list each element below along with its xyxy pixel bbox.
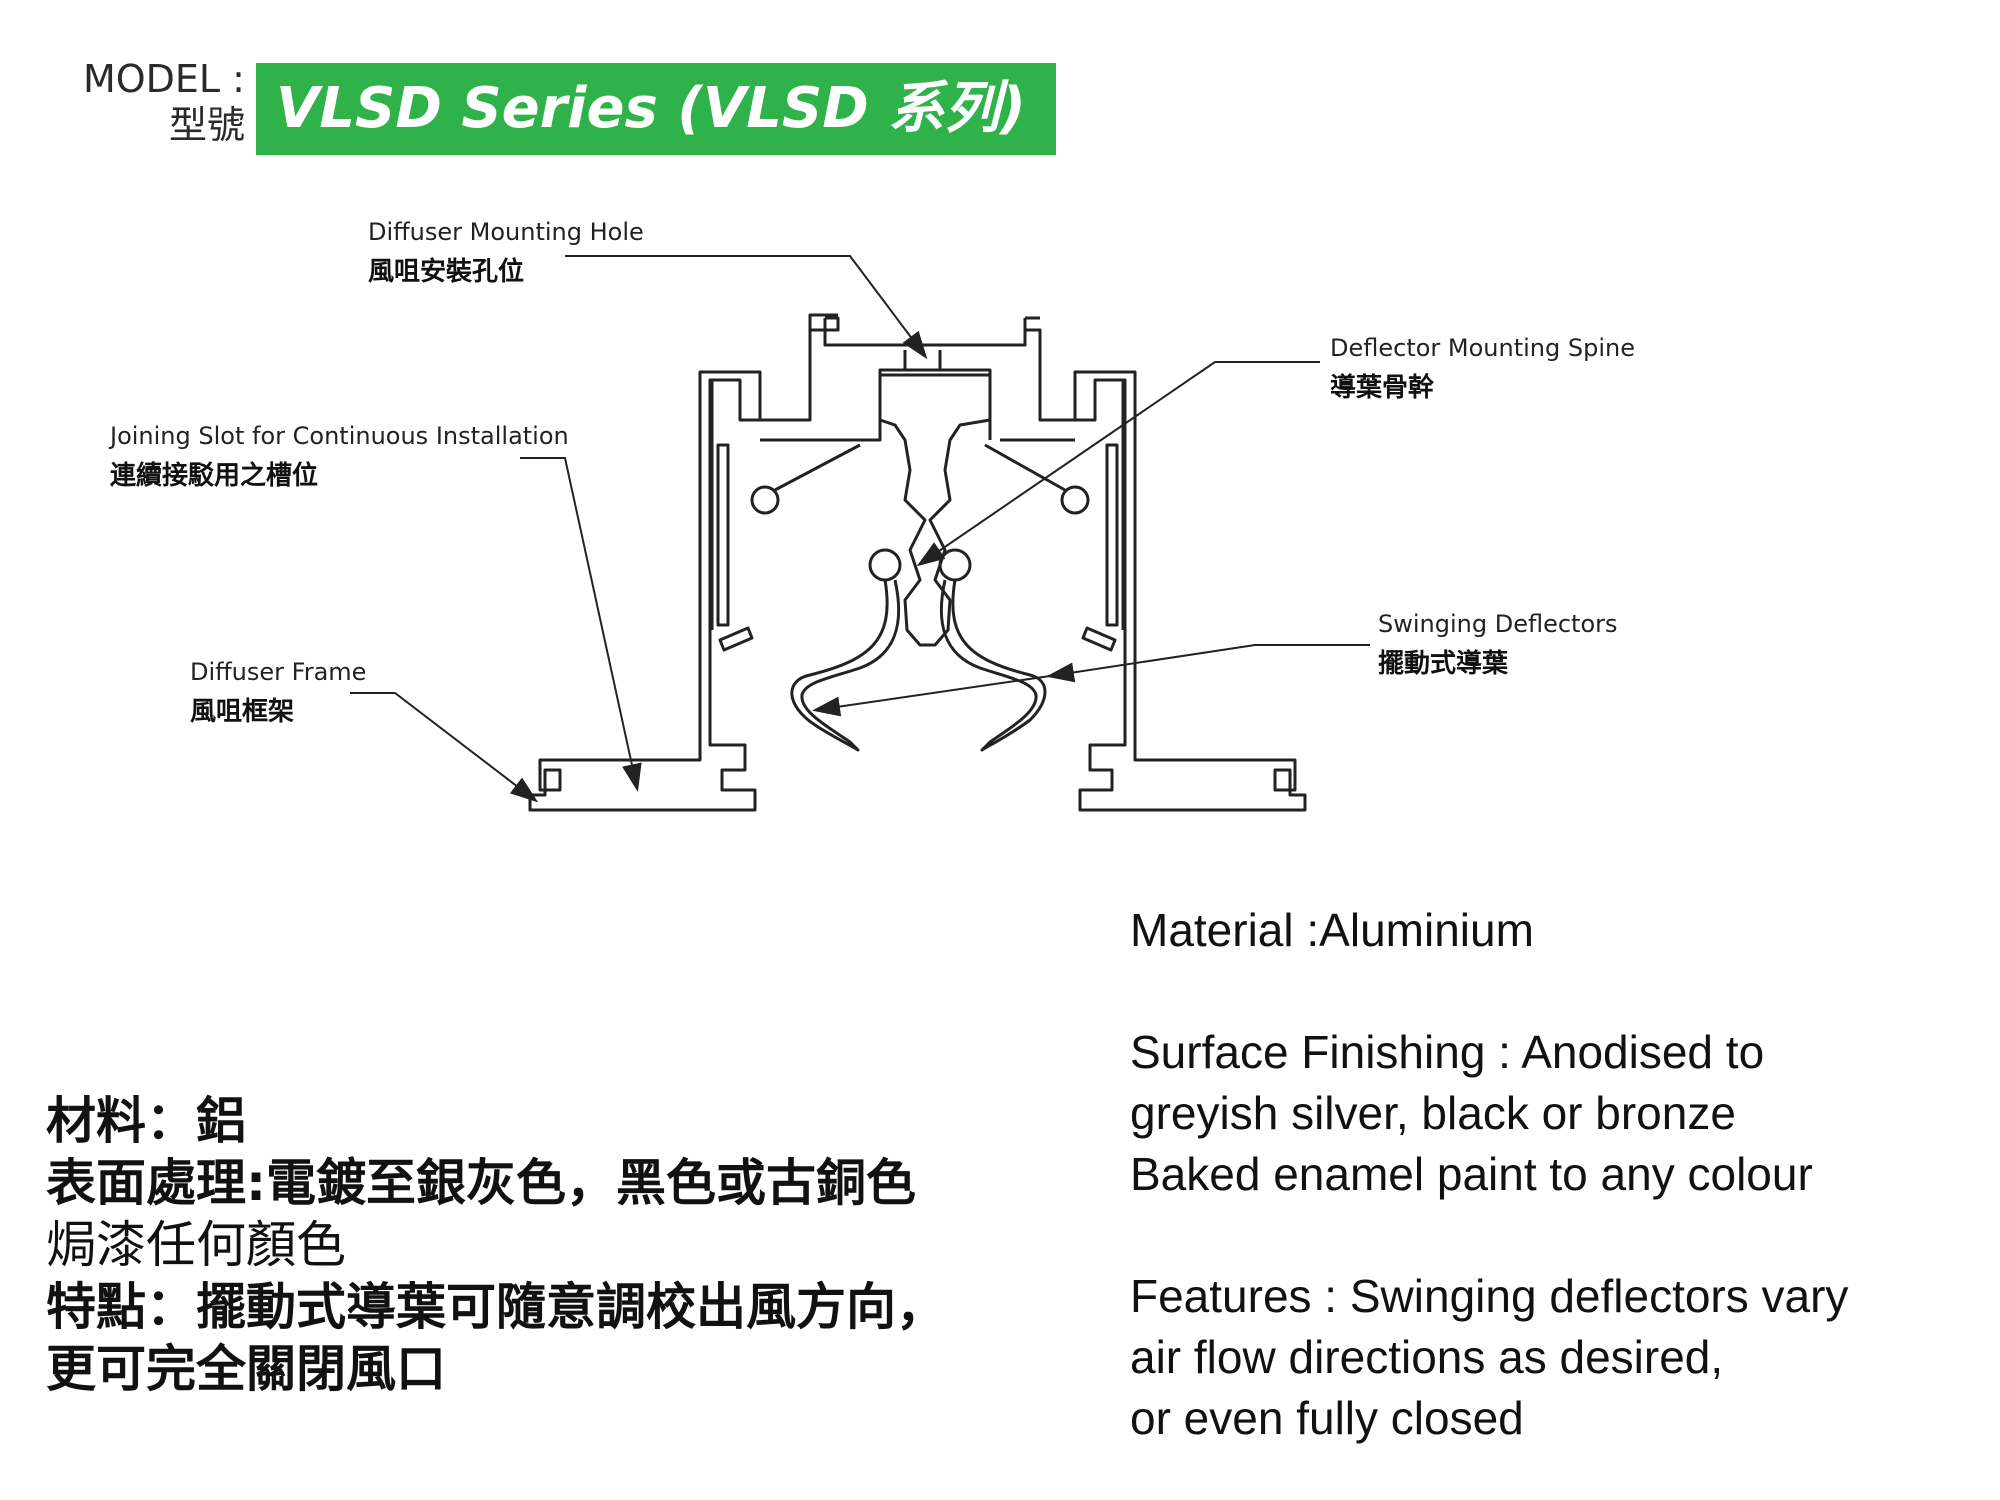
spec-en-features-1: Features : Swinging deflectors vary: [1130, 1270, 1849, 1322]
spec-zh-material: 材料：鋁: [46, 1092, 246, 1150]
spec-en-features-2: air flow directions as desired,: [1130, 1331, 1724, 1383]
leader-frame: [350, 692, 539, 803]
spec-en-finish-2: greyish silver, black or bronze: [1130, 1087, 1736, 1139]
spec-zh-features-2: 更可完全關閉風口: [46, 1340, 446, 1398]
right-frame-profile: [1073, 370, 1307, 812]
diffuser-cross-section-diagram: Diffuser Mounting Hole 風咀安裝孔位 Deflector …: [108, 218, 1635, 812]
model-label: MODEL : 型號: [50, 56, 245, 148]
model-label-zh: 型號: [168, 103, 245, 147]
english-specifications: Material :Aluminium Surface Finishing : …: [1130, 900, 1980, 1449]
spec-en-features-3: or even fully closed: [1130, 1392, 1524, 1444]
callout-spine-zh: 導葉骨幹: [1330, 372, 1435, 403]
model-label-en: MODEL :: [82, 57, 245, 101]
leader-spine: [916, 361, 1320, 567]
spec-en-finish-1: Surface Finishing : Anodised to: [1130, 1026, 1765, 1078]
swinging-deflectors: [790, 579, 1047, 752]
spec-en-finish-3: Baked enamel paint to any colour: [1130, 1148, 1813, 1200]
callout-mounting-hole-en: Diffuser Mounting Hole: [368, 218, 644, 246]
leader-joining-slot: [520, 457, 642, 792]
callout-deflectors-en: Swinging Deflectors: [1378, 610, 1618, 638]
deflector-spine: [750, 373, 1090, 647]
leader-mounting-hole: [565, 255, 928, 360]
callout-frame-zh: 風咀框架: [190, 697, 294, 727]
spec-zh-features-1: 特點：擺動式導葉可隨意調校出風方向，: [46, 1278, 946, 1336]
spec-zh-finish: 表面處理:電鍍至銀灰色，黑色或古銅色: [46, 1154, 916, 1212]
callout-joining-slot-zh: 連續接駁用之槽位: [110, 460, 318, 491]
leader-deflector-left: [812, 675, 1051, 717]
series-title-banner: VLSD Series (VLSD 系列): [256, 63, 1056, 155]
callout-frame-en: Diffuser Frame: [190, 658, 366, 686]
leader-deflector-right: [1046, 644, 1370, 683]
callout-joining-slot-en: Joining Slot for Continuous Installation: [108, 422, 569, 450]
spec-zh-paint: 焗漆任何顏色: [46, 1216, 346, 1274]
callout-spine-en: Deflector Mounting Spine: [1330, 334, 1635, 362]
callout-mounting-hole-zh: 風咀安裝孔位: [368, 256, 524, 287]
leader-lines: [350, 255, 1370, 803]
callout-deflectors-zh: 擺動式導葉: [1378, 648, 1509, 679]
spec-en-material: Material :Aluminium: [1130, 904, 1534, 956]
chinese-specifications: 材料：鋁 表面處理:電鍍至銀灰色，黑色或古銅色 焗漆任何顏色 特點：擺動式導葉可…: [46, 1090, 1046, 1400]
